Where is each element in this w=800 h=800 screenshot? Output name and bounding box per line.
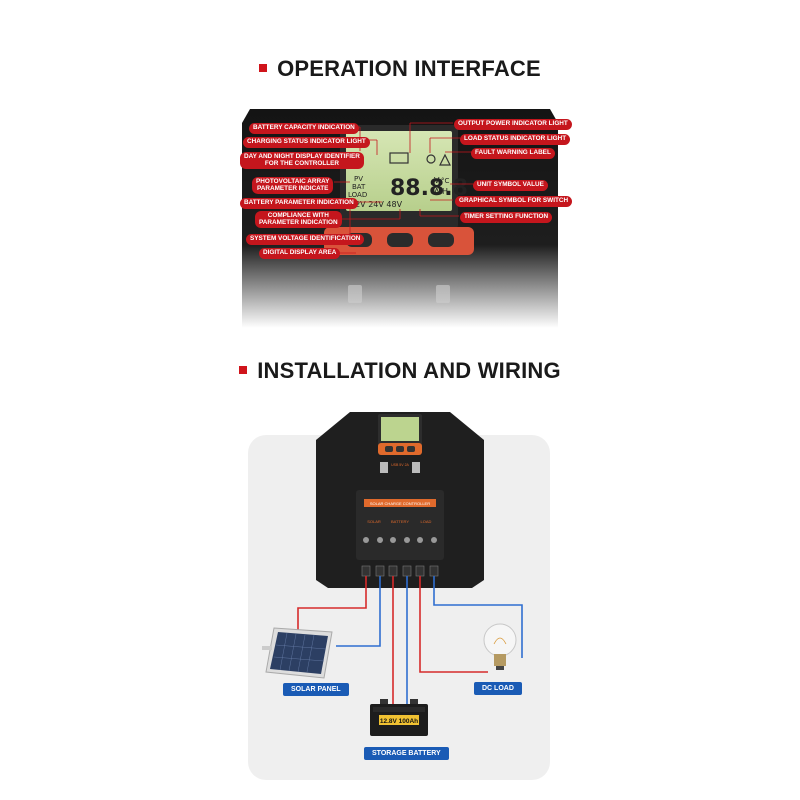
storage-battery-illustration: 12.8V 100Ah: [370, 699, 428, 736]
callout-digital-display: DIGITAL DISPLAY AREA: [259, 248, 341, 259]
callout-battery-capacity: BATTERY CAPACITY INDICATION: [249, 123, 359, 134]
controller-button-3[interactable]: [407, 446, 415, 452]
section-title-operation: OPERATION INTERFACE: [0, 56, 800, 82]
callout-output-power: OUTPUT POWER INDICATOR LIGHT: [454, 119, 572, 130]
bullet-square-icon: [259, 64, 268, 73]
callout-charging-status: CHARGING STATUS INDICATOR LIGHT: [243, 137, 370, 148]
bulb-icon: [426, 154, 436, 164]
lcd-bat: BAT: [352, 183, 366, 191]
section-title-installation: INSTALLATION AND WIRING: [0, 358, 800, 384]
callout-unit-symbol: UNIT SYMBOL VALUE: [473, 180, 548, 191]
lcd-unit-h: H: [442, 187, 448, 196]
section-title-text: OPERATION INTERFACE: [277, 56, 541, 81]
lcd-button-right[interactable]: [428, 233, 454, 247]
terminal-cover: [356, 490, 444, 560]
usb-label: USB 5V 2A: [391, 463, 409, 467]
callout-system-voltage: SYSTEM VOLTAGE IDENTIFICATION: [246, 234, 365, 245]
brand-banner-text: SOLAR CHARGE CONTROLLER: [370, 501, 430, 506]
battery-spec-text: 12.8V 100Ah: [380, 718, 418, 725]
callout-graphical-switch: GRAPHICAL SYMBOL FOR SWITCH: [455, 196, 573, 207]
bullet-square-icon: [239, 366, 248, 375]
callout-compliance: COMPLIANCE WITH PARAMETER INDICATION: [255, 211, 342, 229]
lcd-digits: 88.8.8: [390, 176, 468, 201]
dc-load-label: DC LOAD: [474, 682, 522, 695]
light-bulb-illustration: [483, 623, 517, 670]
callout-timer-setting: TIMER SETTING FUNCTION: [460, 212, 553, 223]
usb-port-2: [412, 462, 420, 473]
storage-battery-label: STORAGE BATTERY: [364, 747, 449, 760]
terminal-label-battery: BATTERY: [391, 519, 409, 524]
usb-port-right: [436, 285, 450, 303]
callout-photovoltaic: PHOTOVOLTAIC ARRAY PARAMETER INDICATE: [252, 177, 334, 195]
terminal-ports: [361, 565, 439, 577]
lcd-voltages: 12V 24V 48V: [350, 200, 403, 209]
callout-battery-parameter: BATTERY PARAMETER INDICATION: [240, 198, 358, 209]
usb-port-1: [380, 462, 388, 473]
solar-panel-illustration: [262, 627, 333, 679]
terminal-screws: [363, 537, 437, 543]
controller-button-1[interactable]: [385, 446, 393, 452]
battery-icon: [389, 152, 409, 164]
callout-load-status: LOAD STATUS INDICATOR LIGHT: [460, 134, 571, 145]
lcd-button-middle[interactable]: [387, 233, 413, 247]
callout-fault-warning: FAULT WARNING LABEL: [471, 148, 555, 159]
lcd-unit-v: V: [434, 176, 440, 185]
controller-button-2[interactable]: [396, 446, 404, 452]
lcd-screen: [346, 131, 452, 211]
lcd-unit-c: °C: [441, 177, 450, 185]
section-title-text: INSTALLATION AND WIRING: [257, 358, 561, 383]
usb-port-left: [348, 285, 362, 303]
warning-icon: [439, 153, 451, 166]
lcd-pv: PV: [354, 175, 363, 183]
wires: [297, 576, 523, 705]
terminal-label-load: LOAD: [421, 519, 432, 524]
controller-lcd: [381, 417, 419, 441]
terminal-label-solar: SOLAR: [367, 519, 381, 524]
lcd-load: LOAD: [348, 191, 367, 199]
wiring-diagram: USB 5V 2A SOLAR CHARGE CONTROLLER SOLAR …: [262, 412, 523, 736]
brand-banner: [364, 499, 436, 507]
callout-day-night: DAY AND NIGHT DISPLAY IDENTIFIER FOR THE…: [240, 152, 364, 170]
lcd-unit-a: A: [434, 187, 440, 196]
solar-panel-label: SOLAR PANEL: [283, 683, 349, 696]
